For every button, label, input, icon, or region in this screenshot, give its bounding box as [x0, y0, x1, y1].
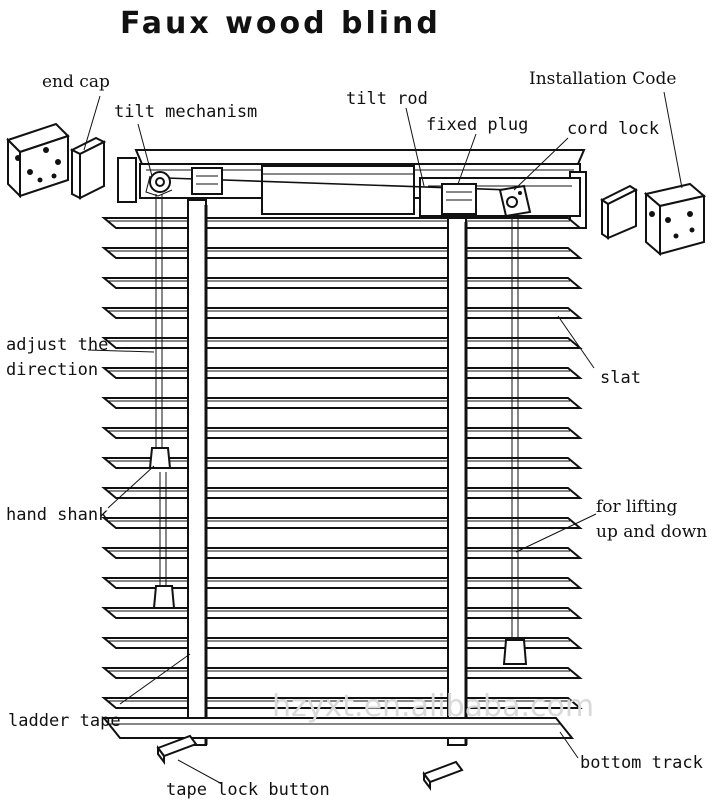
lift-cords — [511, 216, 519, 640]
ladder-tape-left — [187, 199, 208, 746]
cord-lock — [498, 184, 532, 218]
lift-cord-tassel — [502, 639, 528, 665]
fixed-plug — [441, 183, 477, 215]
slat — [101, 337, 583, 349]
slat — [101, 397, 583, 409]
slats — [101, 217, 583, 709]
slat — [101, 607, 583, 619]
slat — [101, 217, 583, 229]
slat — [101, 457, 583, 469]
label-bottom-track: bottom track — [580, 753, 703, 773]
tape-lock-button-right — [422, 760, 464, 791]
hand-shank-lower — [152, 585, 176, 609]
label-tilt-mechanism: tilt mechanism — [114, 102, 257, 122]
leader-lines — [83, 91, 683, 785]
slat — [101, 487, 583, 499]
label-end-cap: end cap — [42, 72, 110, 92]
label-fixed-plug: fixed plug — [426, 115, 528, 135]
ladder-tape-right — [447, 217, 468, 746]
hand-shank-upper — [148, 447, 172, 469]
label-for-lifting-line1: for lifting — [596, 497, 677, 517]
label-adjust-direction-line2: direction — [6, 360, 98, 380]
slat — [101, 307, 583, 319]
slat — [101, 577, 583, 589]
diagram-title: Faux wood blind — [120, 6, 441, 41]
slat — [101, 277, 583, 289]
label-installation-code: Installation Code — [529, 69, 676, 89]
right-installation-bracket — [643, 182, 707, 257]
label-hand-shank: hand shank — [6, 505, 108, 525]
left-installation-bracket — [6, 122, 70, 199]
slat — [101, 247, 583, 259]
tilt-mechanism — [145, 167, 223, 197]
tape-lock-button-left — [156, 734, 198, 765]
watermark: hzyxt.en.alibaba.com — [272, 689, 594, 724]
label-tape-lock-button: tape lock button — [166, 780, 330, 800]
left-end-cap — [69, 136, 107, 200]
bottom-track — [101, 717, 575, 739]
slat — [101, 547, 583, 559]
slat — [101, 517, 583, 529]
slat — [101, 427, 583, 439]
label-adjust-direction-line1: adjust the — [6, 335, 108, 355]
label-cord-lock: cord lock — [567, 119, 659, 139]
label-ladder-tape: ladder tape — [8, 711, 121, 731]
slat — [101, 667, 583, 679]
tilt-cords — [155, 194, 167, 586]
label-tilt-rod: tilt rod — [346, 89, 428, 109]
right-end-cap — [600, 184, 638, 240]
slat — [101, 367, 583, 379]
label-slat: slat — [600, 368, 641, 388]
label-for-lifting-line2: up and down — [596, 522, 707, 542]
